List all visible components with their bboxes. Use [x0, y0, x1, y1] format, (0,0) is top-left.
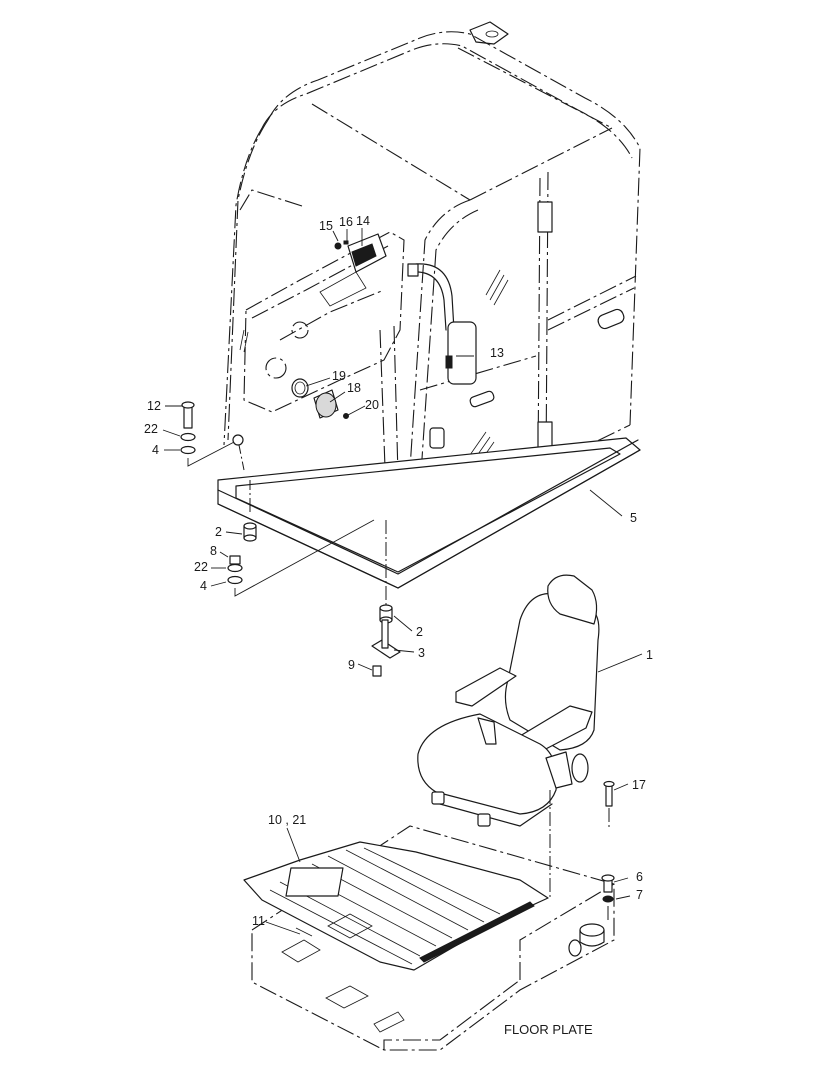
callout-13: 13	[490, 346, 504, 360]
floor-mat	[243, 841, 549, 971]
door-latch	[429, 427, 445, 449]
callout-11: 11	[252, 914, 265, 928]
nut-8	[229, 555, 241, 565]
bolt-17	[603, 780, 615, 828]
operator-seat	[417, 574, 600, 898]
callout-9: 9	[348, 658, 355, 672]
callout-1: 1	[646, 648, 653, 662]
washer-22b	[227, 563, 243, 573]
washer-22a	[180, 432, 196, 442]
callout-5: 5	[630, 511, 637, 525]
callout-3: 3	[418, 646, 425, 660]
callout-6: 6	[636, 870, 643, 884]
washer-4a	[180, 445, 196, 455]
callout-4-upper: 4	[152, 443, 159, 457]
leader-lines	[162, 228, 643, 935]
callout-14: 14	[356, 214, 370, 228]
callout-19: 19	[332, 369, 346, 383]
callout-4-lower: 4	[200, 579, 207, 593]
callout-2-left: 2	[215, 525, 222, 539]
callout-labels: 15 16 14 13 19 18 20 12 22 4 5 2 8 22 4 …	[144, 214, 653, 1037]
mirror	[407, 263, 477, 385]
hinge-upper	[537, 201, 553, 233]
callout-18: 18	[347, 381, 361, 395]
washer-7	[602, 895, 614, 903]
callout-12: 12	[147, 399, 161, 413]
washer-4b	[227, 575, 243, 585]
ring-19	[291, 378, 309, 398]
callout-20: 20	[365, 398, 379, 412]
side-handle	[597, 308, 625, 330]
mirror-bracket	[407, 263, 419, 277]
callout-7: 7	[636, 888, 643, 902]
callout-22-upper: 22	[144, 422, 158, 436]
callout-8: 8	[210, 544, 217, 558]
mount-rear-left	[227, 480, 375, 597]
floor-plate	[251, 825, 615, 1051]
cab-base-frame	[217, 437, 641, 589]
bolt-9	[372, 665, 382, 677]
callout-10-21: 10 , 21	[268, 813, 306, 827]
callout-17: 17	[632, 778, 646, 792]
mount-front-left	[180, 401, 245, 471]
mirror-glass	[447, 321, 477, 385]
socket-assembly	[291, 378, 349, 419]
switch-panel	[334, 233, 387, 273]
callout-22-lower: 22	[194, 560, 208, 574]
mount-rear-right	[371, 520, 401, 677]
door-handle	[469, 390, 495, 408]
callout-16: 16	[339, 215, 353, 229]
callout-2-right: 2	[416, 625, 423, 639]
bracket-3	[371, 639, 401, 659]
floor-plate-caption: FLOOR PLATE	[504, 1022, 593, 1037]
callout-15: 15	[319, 219, 333, 233]
